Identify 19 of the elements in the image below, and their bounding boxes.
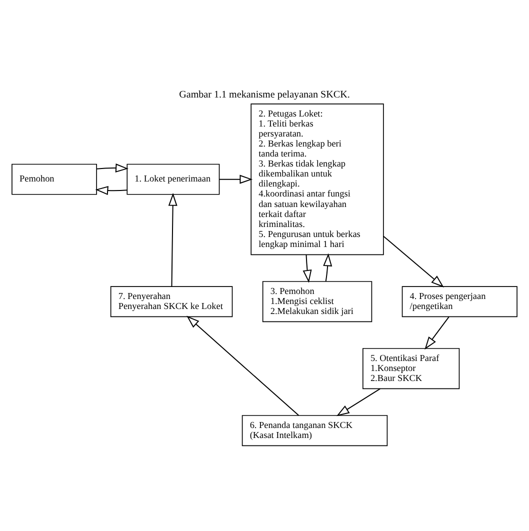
arrow [383,235,444,287]
node-box: 1. Loket penerimaan [126,163,220,194]
arrow [168,192,178,286]
arrow [219,174,253,184]
arrow [424,316,450,350]
diagram-title: Gambar 1.1 mekanisme pelayanan SKCK. [179,89,350,100]
arrow [302,254,312,282]
node-box: 5. Otentikasi Paraf 1.Konseptor 2.Baur SKCK [362,348,460,389]
node-box: 4. Proses pengerjaan /pengetikan [402,286,518,317]
arrow [95,186,127,195]
node-box: 6. Penanda tanganan SKCK (Kasat Intelkam) [242,414,388,446]
arrow [96,163,128,172]
arrow [323,252,332,281]
node-box: 2. Petugas Loket: 1. Teliti berkas persyaratan. 2. Berkas lengkap beri tanda terima. 3. Berkas tidak lengkap dikembalikan untuk dilengkapi. 4.koordinasi antar fungsi dan satuan kewilayahan terkait daftar kriminalitas. 5. Pengurusan untuk berkas lengkap minimal 1 hari [250,103,384,255]
arrow [186,315,299,416]
node-box: 7. Penyerahan Penyerahan SKCK ke Loket [110,286,233,317]
arrow [336,388,380,416]
node-box: 3. Pemohon 1.Mengisi ceklist 2.Melakukan sidik jari [262,280,372,322]
node-box: Pemohon [12,163,97,194]
